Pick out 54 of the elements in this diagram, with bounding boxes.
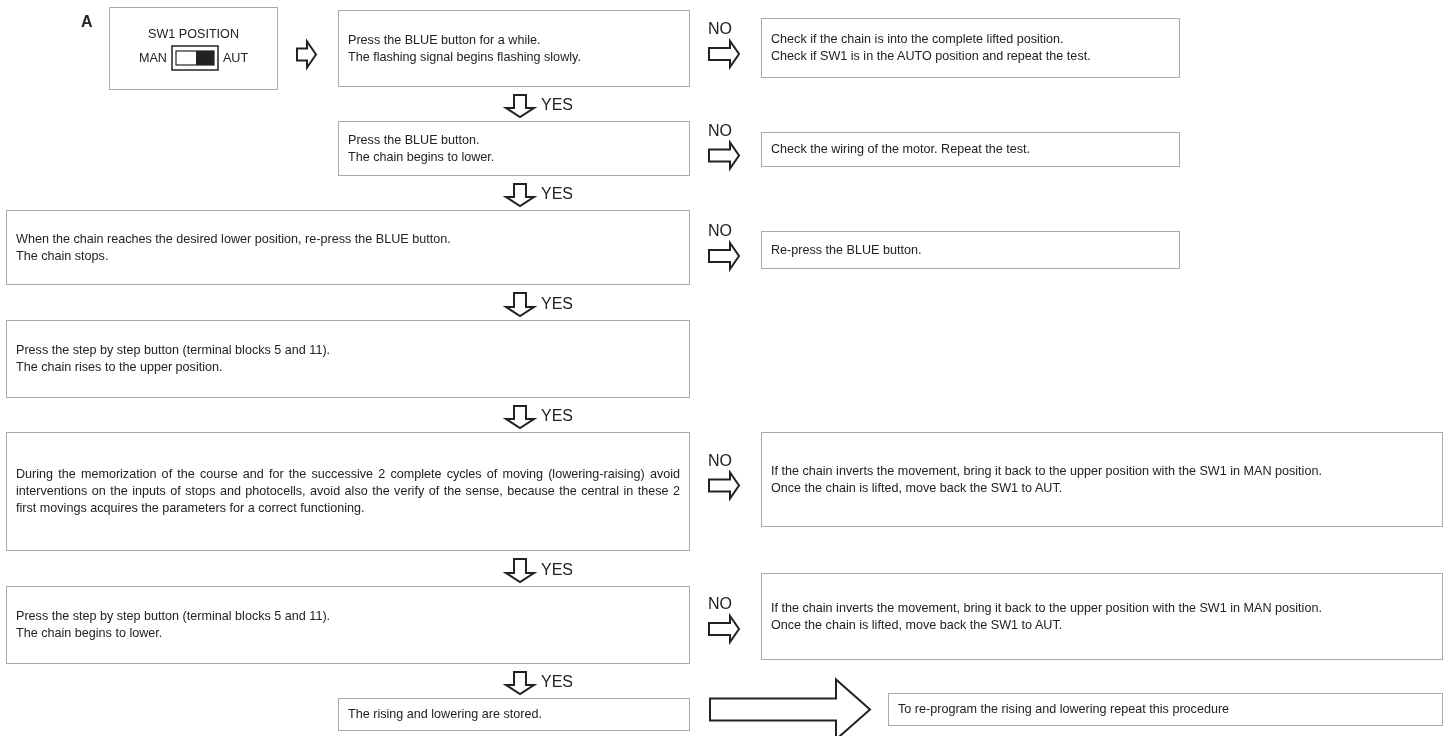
step-text: Press the step by step button (terminal blocks 5 and 11). [16, 342, 332, 359]
step-text: If the chain inverts the movement, bring it back to the upper position with the SW1 in MAN position. [771, 462, 1323, 480]
step-text: Check the wiring of the motor. Repeat the test. [771, 141, 1031, 158]
block-arrow [502, 183, 538, 208]
step-text: To re-program the rising and lowering repeat this procedure [898, 701, 1231, 718]
step-text: Once the chain is lifted, move back the SW1 to AUT. [771, 616, 1064, 634]
switch-title: SW1 POSITION [148, 26, 239, 43]
process-box [6, 210, 690, 285]
process-box [109, 7, 278, 90]
step-text: The chain stops. [16, 247, 110, 265]
step-text: Press the step by step button (terminal blocks 5 and 11). [16, 608, 332, 625]
process-box [761, 573, 1443, 660]
process-box [338, 698, 690, 731]
step-text: The rising and lowering are stored. [348, 706, 543, 723]
step-text: The chain begins to lower. [348, 148, 496, 166]
edge-label: NO [707, 121, 733, 140]
switch-label: AUT [222, 49, 249, 67]
step-text: Press the BLUE button for a while. [348, 31, 542, 49]
block-arrow [708, 612, 741, 646]
block-arrow [709, 677, 872, 736]
step-text: The chain rises to the upper position. [16, 359, 224, 376]
edge-label: NO [707, 451, 733, 470]
process-box [338, 121, 690, 176]
process-box [6, 432, 690, 551]
block-arrow [502, 94, 538, 119]
process-box [761, 18, 1180, 78]
process-box [6, 586, 690, 664]
step-text: During the memorization of the course and for the successive 2 complete cycles of moving (lowering-raising) avoid interventions on the inputs of stops and photocells, avoid also the verify of the sense, because the central in these 2 first movings acquires the parameters for a correct functioning. [16, 466, 680, 517]
process-box [761, 231, 1180, 269]
step-text: Check if SW1 is in the AUTO position and repeat the test. [771, 48, 1092, 65]
block-arrow [502, 671, 538, 696]
process-box [338, 10, 690, 87]
process-box [888, 693, 1443, 726]
section-letter: A [81, 13, 93, 31]
switch-label: MAN [138, 49, 167, 67]
step-text: Check if the chain is into the complete lifted position. [771, 31, 1065, 48]
step-text: Press the BLUE button. [348, 131, 481, 149]
block-arrow [502, 558, 538, 584]
block-arrow [502, 405, 538, 430]
block-arrow [708, 239, 741, 273]
step-text: The flashing signal begins flashing slowly. [348, 48, 582, 66]
step-text: The chain begins to lower. [16, 625, 164, 642]
process-box [6, 320, 690, 398]
step-text: Re-press the BLUE button. [771, 241, 923, 259]
step-text: When the chain reaches the desired lower position, re-press the BLUE button. [16, 230, 452, 248]
process-box [761, 432, 1443, 527]
step-text: If the chain inverts the movement, bring it back to the upper position with the SW1 in MAN position. [771, 599, 1323, 617]
step-text: Once the chain is lifted, move back the SW1 to AUT. [771, 479, 1064, 497]
block-arrow [502, 292, 538, 318]
block-arrow [708, 469, 741, 502]
block-arrow [708, 139, 741, 172]
process-box [761, 132, 1180, 167]
block-arrow [296, 38, 318, 71]
block-arrow [708, 37, 741, 71]
